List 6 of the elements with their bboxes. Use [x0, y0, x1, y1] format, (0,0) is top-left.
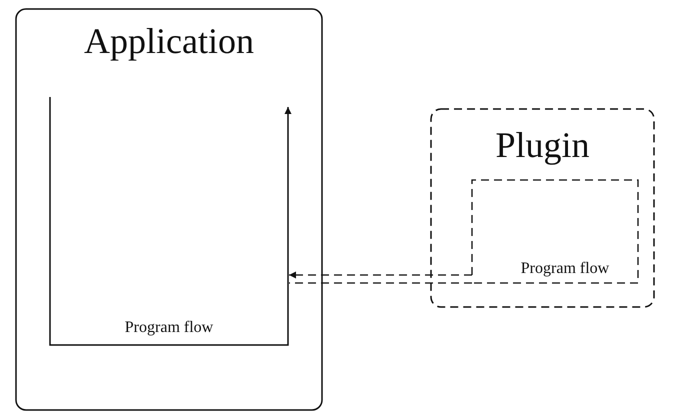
- flow-label: Program flow: [124, 319, 214, 337]
- connector-line: [289, 282, 472, 284]
- arrow: [289, 272, 472, 278]
- box-title: Application: [84, 22, 254, 62]
- flow-label: Program flow: [520, 260, 610, 278]
- box-title: Plugin: [495, 126, 590, 166]
